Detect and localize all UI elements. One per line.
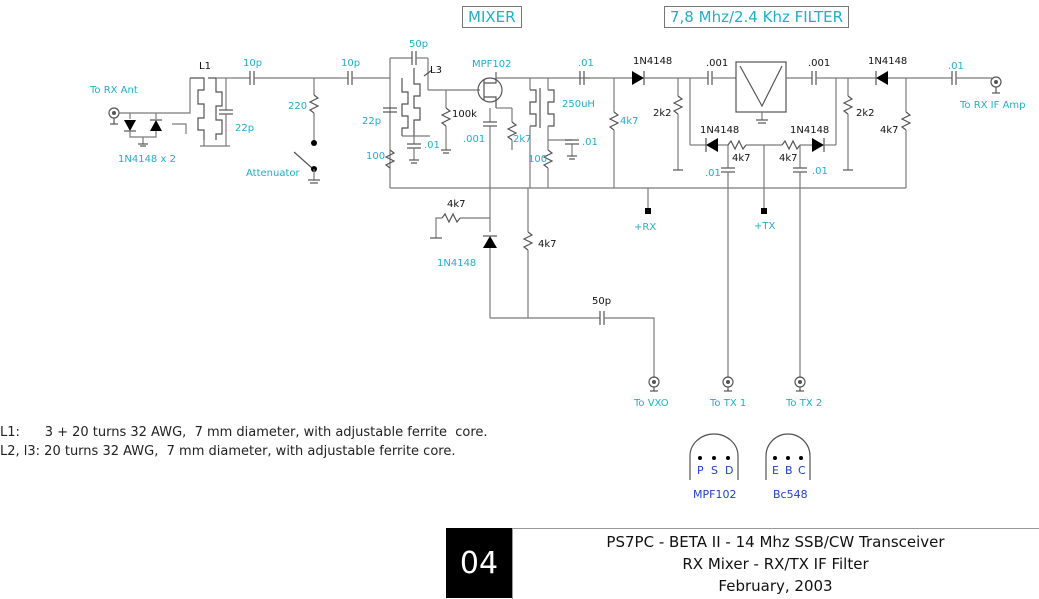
label-c001-a: .001: [706, 58, 728, 69]
pin-p: P: [697, 464, 704, 477]
title-line-3: February, 2003: [718, 577, 833, 595]
label-r4k7-d: 4k7: [880, 125, 899, 136]
label-r100-b: 100: [528, 154, 547, 165]
label-diodes-x2: 1N4148 x 2: [118, 154, 176, 165]
label-to-tx2: To TX 2: [785, 398, 822, 409]
l1-coil: [172, 77, 223, 146]
label-r4k7-e: 4k7: [447, 199, 466, 210]
label-c01-b: .01: [424, 140, 440, 151]
vxo-connector: [648, 376, 660, 392]
label-r2k2-a: 2k2: [653, 108, 672, 119]
rx-ant-connector: [108, 107, 120, 125]
label-c50p-b: 50p: [592, 296, 611, 307]
sheet-number: 04: [446, 528, 512, 598]
label-c10p-a: 10p: [243, 58, 262, 69]
label-c01-c: .01: [582, 137, 598, 148]
label-c22p-b: 22p: [362, 116, 381, 127]
label-c01-d: .01: [705, 168, 721, 179]
label-l3: L3: [430, 65, 442, 76]
label-plus-rx: +RX: [634, 222, 656, 233]
rx-if-connector: [990, 76, 1002, 94]
mpf102-package: [689, 433, 739, 480]
header-filter: 7,8 Mhz/2.4 Khz FILTER: [664, 6, 850, 28]
label-c001-c: .001: [463, 134, 485, 145]
label-c01-out: .01: [948, 61, 964, 72]
label-d1n4148-top1: 1N4148: [633, 56, 672, 67]
label-r4k7-b: 4k7: [732, 153, 751, 164]
label-c10p-b: 10p: [341, 58, 360, 69]
label-pkg-bc548: Bc548: [773, 488, 808, 501]
pin-s: S: [711, 464, 718, 477]
label-plus-tx: +TX: [754, 221, 775, 232]
label-to-vxo: To VXO: [633, 398, 669, 409]
label-c50p: 50p: [409, 39, 428, 50]
label-r2k2-b: 2k2: [856, 108, 875, 119]
title-block: [512, 528, 1039, 599]
bc548-package: [765, 433, 811, 480]
note-l2-l3: L2, l3: 20 turns 32 AWG, 7 mm diameter, …: [0, 444, 456, 459]
diode-pair: [124, 119, 162, 147]
label-d1n4148-top2: 1N4148: [868, 56, 907, 67]
label-d1n4148-low: 1N4148: [437, 258, 476, 269]
note-l1: L1: 3 + 20 turns 32 AWG, 7 mm diameter, …: [0, 425, 488, 440]
tx1-connector: [722, 376, 734, 392]
tx2-connector: [794, 376, 806, 392]
label-r220: 220: [288, 101, 307, 112]
label-r4k7-f: 4k7: [538, 239, 557, 250]
label-r100-a: 100: [366, 151, 385, 162]
pin-c: C: [798, 464, 806, 477]
label-c01-a: .01: [578, 58, 594, 69]
header-mixer: MIXER: [462, 6, 522, 28]
label-r2k7: 2k7: [513, 134, 532, 145]
pin-b: B: [785, 464, 793, 477]
label-r4k7-c: 4k7: [779, 153, 798, 164]
label-attenuator: Attenuator: [246, 168, 301, 179]
label-to-rx-if-amp: To RX IF Amp: [959, 100, 1026, 111]
label-to-rx-ant: To RX Ant: [89, 85, 138, 96]
label-d1n4148-mid2: 1N4148: [790, 125, 829, 136]
pin-e: E: [772, 464, 779, 477]
title-line-1: PS7PC - BETA II - 14 Mhz SSB/CW Transcei…: [606, 533, 945, 551]
label-c22p-a: 22p: [235, 123, 254, 134]
label-c001-b: .001: [808, 58, 830, 69]
label-d1n4148-mid1: 1N4148: [700, 125, 739, 136]
label-l250uh: 250uH: [562, 99, 595, 110]
label-l1: L1: [199, 61, 211, 72]
label-pkg-mpf102: MPF102: [693, 488, 736, 501]
label-to-tx1: To TX 1: [709, 398, 746, 409]
title-line-2: RX Mixer - RX/TX IF Filter: [682, 555, 869, 573]
crystal-filter: [735, 61, 787, 124]
label-r100k: 100k: [452, 109, 477, 120]
pin-d: D: [725, 464, 733, 477]
label-c01-e: .01: [812, 166, 828, 177]
label-mpf102: MPF102: [472, 59, 512, 70]
label-r4k7-a: 4k7: [620, 116, 639, 127]
